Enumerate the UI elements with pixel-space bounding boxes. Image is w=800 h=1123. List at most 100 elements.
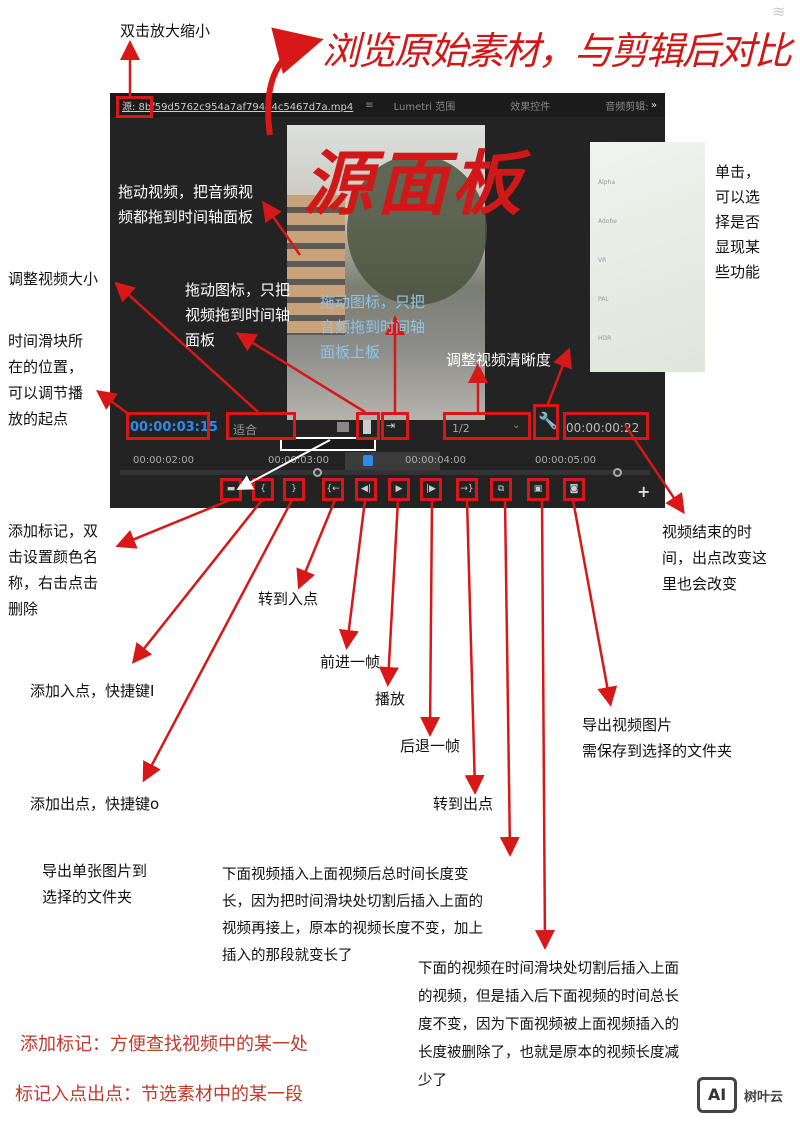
- step-forward-button[interactable]: |▶: [420, 478, 442, 501]
- insert-button[interactable]: ⧉: [490, 478, 512, 501]
- fit-dropdown[interactable]: 适合: [233, 423, 258, 437]
- summary-in-out: 标记入点出点：节选素材中的某一段: [15, 1084, 303, 1105]
- go-to-in-button[interactable]: {←: [322, 478, 344, 501]
- note-end-time: 视频结束的时间，出点改变这里也会改变: [662, 519, 767, 597]
- overwrite-icon: ▣: [533, 484, 543, 494]
- arrows-icon[interactable]: ⇥: [386, 419, 396, 432]
- line: 频都拖到时间轴面板: [118, 208, 254, 226]
- video-preview[interactable]: [287, 125, 487, 420]
- tick-label: 00:00:03:00: [268, 455, 330, 466]
- note-overwrite: 下面的视频在时间滑块处切割后插入上面的视频，但是插入后下面视频的时间总长度不变，…: [418, 955, 679, 1095]
- panel-tabs: 源: 8bf59d5762c954a7af79414c5467d7a.mp4 ≡…: [110, 93, 665, 117]
- note-step-back: 后退一帧: [400, 737, 461, 755]
- mark-out-icon: }: [291, 484, 297, 494]
- tab-menu-icon[interactable]: ≡: [365, 99, 374, 111]
- note-go-to-out: 转到出点: [433, 795, 494, 813]
- line: 度不变，因为下面视频被上面视频插入的: [418, 1017, 679, 1033]
- tab-effect-controls[interactable]: 效果控件: [510, 101, 551, 113]
- line: 放的起点: [8, 410, 69, 428]
- line: 称，右击点击: [8, 574, 99, 592]
- line: 单击，: [715, 163, 761, 181]
- highlight-box: [116, 96, 153, 118]
- note-export-single: 导出单张图片到选择的文件夹: [42, 858, 147, 910]
- line: 插入的那段就变长了: [222, 948, 353, 964]
- highlight-box: [226, 412, 296, 440]
- summary-marker: 添加标记：方便查找视频中的某一处: [20, 1034, 308, 1055]
- note-go-to-in: 转到入点: [258, 590, 319, 608]
- insert-icon: ⧉: [497, 484, 505, 494]
- step-back-button[interactable]: ◀|: [355, 478, 377, 501]
- line: 在的位置，: [8, 358, 84, 376]
- watermark-logo: AI: [697, 1077, 737, 1113]
- menu-item[interactable]: Adobe: [598, 218, 617, 225]
- line: 长，因为把时间滑块处切割后插入上面的: [222, 894, 483, 910]
- export-frame-button[interactable]: ◙: [563, 478, 585, 501]
- line: 需保存到选择的文件夹: [582, 742, 733, 760]
- drag-video-icon[interactable]: [337, 422, 349, 432]
- chevron-down-icon[interactable]: ⌄: [512, 420, 521, 431]
- menu-item[interactable]: HDR: [598, 335, 612, 342]
- play-button[interactable]: ▶: [388, 478, 410, 501]
- line: 拖动图标，只把: [320, 293, 426, 311]
- zoom-handle-right[interactable]: [613, 468, 622, 477]
- mark-in-icon: {: [260, 484, 266, 494]
- menu-item[interactable]: PAL: [598, 296, 609, 303]
- line: 择是否: [715, 213, 761, 231]
- playhead[interactable]: [363, 455, 373, 466]
- line: 面板: [185, 331, 216, 349]
- tab-source[interactable]: 源: 8bf59d5762c954a7af79414c5467d7a.mp4: [122, 101, 354, 113]
- line: 导出单张图片到: [42, 862, 148, 880]
- tabs-overflow-icon[interactable]: »: [650, 99, 657, 111]
- note-resolution: 调整视频清晰度: [446, 351, 552, 369]
- tab-lumetri[interactable]: Lumetri 范围: [393, 101, 456, 113]
- note-drag-video-only: 拖动图标，只把视频拖到时间轴面板: [185, 278, 290, 353]
- step-forward-icon: |▶: [426, 484, 436, 494]
- line: 面板上板: [320, 343, 381, 361]
- note-resize-video: 调整视频大小: [8, 270, 99, 288]
- panel-label: 源面板: [303, 142, 525, 225]
- line: 下面的视频在时间滑块处切割后插入上面: [418, 961, 679, 977]
- tick-label: 00:00:02:00: [133, 455, 195, 466]
- note-mark-in: 添加入点，快捷键I: [30, 682, 155, 700]
- line: 可以调节播: [8, 384, 84, 402]
- drag-audio-icon[interactable]: [363, 420, 371, 434]
- overwrite-button[interactable]: ▣: [527, 478, 549, 501]
- go-to-out-icon: →}: [460, 484, 474, 494]
- current-time[interactable]: 00:00:03:15: [130, 420, 218, 435]
- end-time: 00:00:00:22: [566, 421, 640, 435]
- line: 击设置颜色名: [8, 548, 99, 566]
- menu-item[interactable]: Alpha: [598, 179, 616, 186]
- line: 的视频，但是插入后下面视频的时间总长: [418, 989, 679, 1005]
- timeline-ruler[interactable]: [120, 470, 650, 475]
- marker-strip: [280, 437, 376, 451]
- highlight-box: [443, 412, 531, 440]
- step-back-icon: ◀|: [361, 484, 371, 494]
- line: 下面视频插入上面视频后总时间长度变: [222, 867, 469, 883]
- watermark-text: 树叶云: [744, 1090, 784, 1105]
- line: 删除: [8, 600, 39, 618]
- highlight-box: [126, 412, 210, 440]
- note-play: 播放: [375, 690, 406, 708]
- note-add-marker: 添加标记，双击设置颜色名称，右击点击删除: [8, 518, 98, 622]
- handwritten-title: 浏览原始素材，与剪辑后对比: [322, 29, 792, 73]
- tab-audio-clip[interactable]: 音频剪辑:: [605, 101, 649, 113]
- line: 视频结束的时: [662, 523, 753, 541]
- menu-item[interactable]: VR: [598, 257, 607, 264]
- line: 可以选: [715, 188, 761, 206]
- export-frame-icon: ◙: [569, 484, 579, 494]
- zoom-handle-left[interactable]: [313, 468, 322, 477]
- tick-label: 00:00:05:00: [535, 455, 597, 466]
- note-step-forward: 前进一帧: [320, 653, 381, 671]
- add-button[interactable]: +: [637, 482, 651, 501]
- resolution-dropdown[interactable]: 1/2: [452, 422, 470, 435]
- note-mark-out: 添加出点，快捷键o: [30, 795, 160, 813]
- note-settings: 单击，可以选择是否显现某些功能: [715, 160, 760, 285]
- mark-out-button[interactable]: }: [283, 478, 305, 501]
- highlight-box: [533, 404, 559, 440]
- wrench-icon[interactable]: 🔧: [538, 411, 558, 430]
- highlight-box: [381, 412, 409, 440]
- line: 视频再接上，原本的视频长度不变，加上: [222, 921, 483, 937]
- line: 间，出点改变这: [662, 549, 768, 567]
- go-to-out-button[interactable]: →}: [456, 478, 478, 501]
